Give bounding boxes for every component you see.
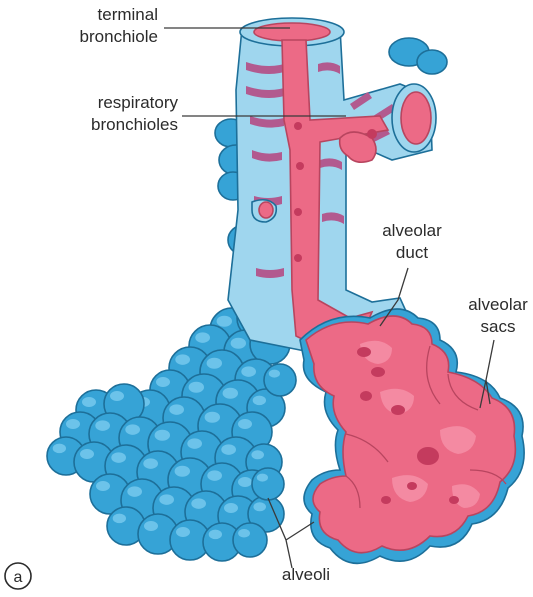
label-alveolar-sacs-line2: sacs	[481, 317, 516, 336]
alveolus	[252, 468, 284, 500]
alveolus-highlight	[95, 420, 110, 431]
alveolus-highlight	[125, 424, 140, 435]
alveolus-highlight	[143, 458, 158, 469]
alveolus-highlight	[191, 498, 206, 509]
alveolus-highlight	[175, 354, 190, 365]
alveolus-highlight	[155, 430, 170, 441]
alveolus-highlight	[251, 450, 264, 459]
alveolus-highlight	[207, 470, 222, 481]
alveolus-highlight	[238, 477, 252, 487]
alveolus-highlight	[66, 419, 80, 429]
alveolus-highlight	[127, 486, 142, 497]
alveolus	[264, 364, 296, 396]
panel-label: a	[5, 563, 31, 589]
alveolus-highlight	[144, 521, 158, 531]
alveolus-highlight	[80, 449, 94, 459]
alveolus-highlight	[175, 466, 190, 477]
alveolus-highlight	[205, 412, 220, 423]
label-alveolar-sacs-line1: alveolar	[468, 295, 528, 314]
label-respiratory-bronchioles-line2: bronchioles	[91, 115, 178, 134]
alveolus-highlight	[253, 502, 266, 511]
alveolus-highlight	[189, 382, 204, 393]
alveolus-highlight	[111, 452, 126, 463]
label-terminal-bronchiole-line2: bronchiole	[80, 27, 158, 46]
alveolus-highlight	[53, 444, 66, 454]
alveolus-highlight	[224, 503, 238, 513]
label-terminal-bronchiole-line1: terminal	[98, 5, 158, 24]
label-alveoli: alveoli	[282, 565, 330, 584]
alveolus-highlight	[110, 391, 124, 401]
alveolus-highlight	[238, 529, 250, 538]
alveolus-highlight	[209, 530, 222, 540]
alveolus-highlight	[241, 366, 256, 377]
alveolus-highlight	[82, 397, 96, 407]
alveolus-highlight	[238, 419, 252, 429]
alveolus	[233, 523, 267, 557]
alveolus-highlight	[217, 316, 232, 327]
alveolus-highlight	[223, 388, 238, 399]
alveolus-highlight	[96, 481, 110, 491]
alveolus-highlight	[231, 338, 246, 349]
alveolus-highlight	[187, 438, 202, 449]
alveolus-highlight	[257, 474, 268, 482]
wall-bud-left	[252, 200, 276, 222]
alveolus-highlight	[207, 358, 222, 369]
alveolus-highlight	[253, 396, 266, 406]
label-alveolar-duct-line2: duct	[396, 243, 428, 262]
alveolus-highlight	[156, 377, 170, 387]
alveolar-duct-and-sacs	[300, 309, 524, 563]
alveolus-highlight	[221, 444, 236, 455]
label-alveolar-duct-line1: alveolar	[382, 221, 442, 240]
alveolus-highlight	[195, 332, 210, 343]
alveolus-highlight	[113, 514, 126, 524]
alveolus-highlight	[269, 370, 280, 378]
alveolus-highlight	[176, 527, 190, 537]
alveolus-highlight	[169, 404, 184, 415]
panel-label-text: a	[14, 569, 23, 586]
label-respiratory-bronchioles-line1: respiratory	[98, 93, 179, 112]
alveolus-highlight	[159, 494, 174, 505]
